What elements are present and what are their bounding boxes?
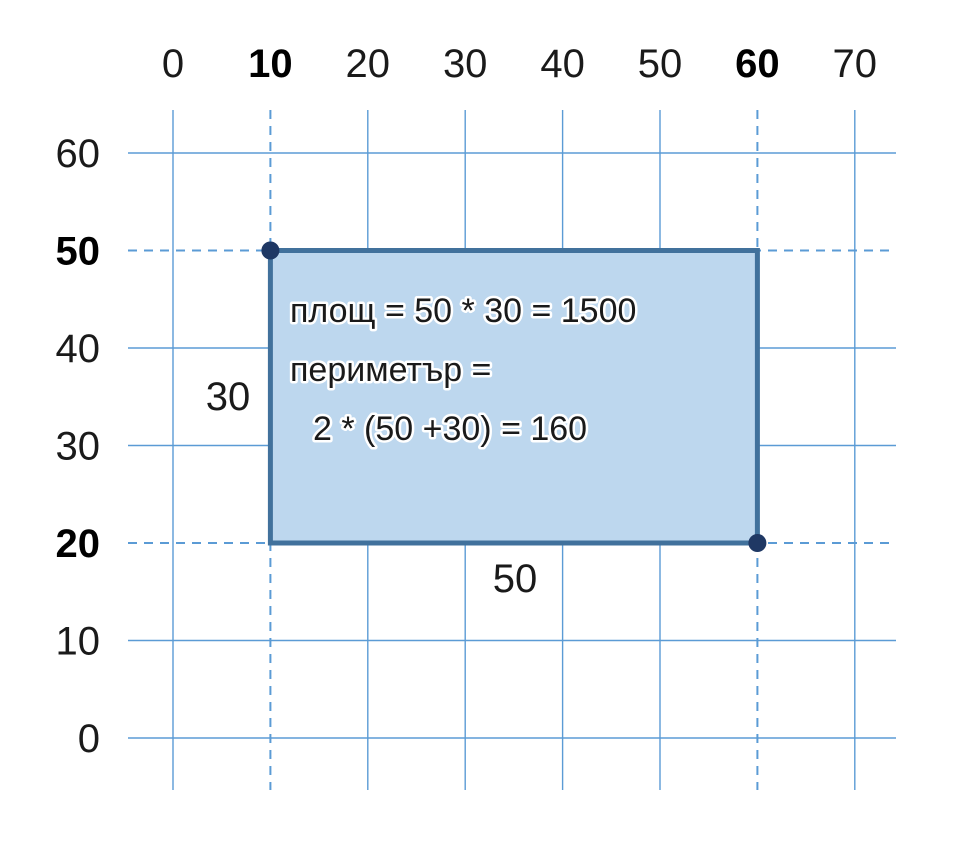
x-tick-label: 70 (833, 42, 878, 86)
width-dimension-label: 50 (493, 557, 538, 601)
x-tick-label: 10 (248, 42, 293, 86)
corner-point (261, 241, 280, 260)
y-tick-label: 30 (56, 425, 101, 469)
area-formula: площ = 50 * 30 = 1500 (290, 292, 636, 330)
x-tick-label: 50 (638, 42, 683, 86)
annotations: 30 50 площ = 50 * 30 = 1500 периметър = … (206, 290, 639, 602)
y-tick-label: 10 (56, 620, 101, 664)
perimeter-formula-line2: 2 * (50 +30) = 160 (313, 410, 587, 448)
y-tick-label: 20 (56, 522, 101, 566)
height-dimension-label: 30 (206, 375, 251, 419)
rectangle-layer (267, 248, 760, 546)
x-tick-label: 0 (162, 42, 184, 86)
tick-labels: 0 10 20 30 40 50 60 70 60 50 40 30 20 10 0 (56, 42, 878, 761)
corner-point (748, 534, 767, 552)
perimeter-formula-line1: периметър = (290, 351, 491, 389)
rectangle (267, 248, 760, 546)
x-tick-label: 60 (735, 42, 780, 86)
x-tick-label: 40 (540, 42, 585, 86)
y-tick-label: 40 (56, 327, 101, 371)
y-tick-label: 50 (56, 230, 101, 274)
x-tick-label: 20 (346, 42, 391, 86)
x-tick-label: 30 (443, 42, 488, 86)
y-tick-label: 0 (78, 717, 100, 761)
y-tick-label: 60 (56, 132, 101, 176)
corner-points (261, 241, 767, 552)
